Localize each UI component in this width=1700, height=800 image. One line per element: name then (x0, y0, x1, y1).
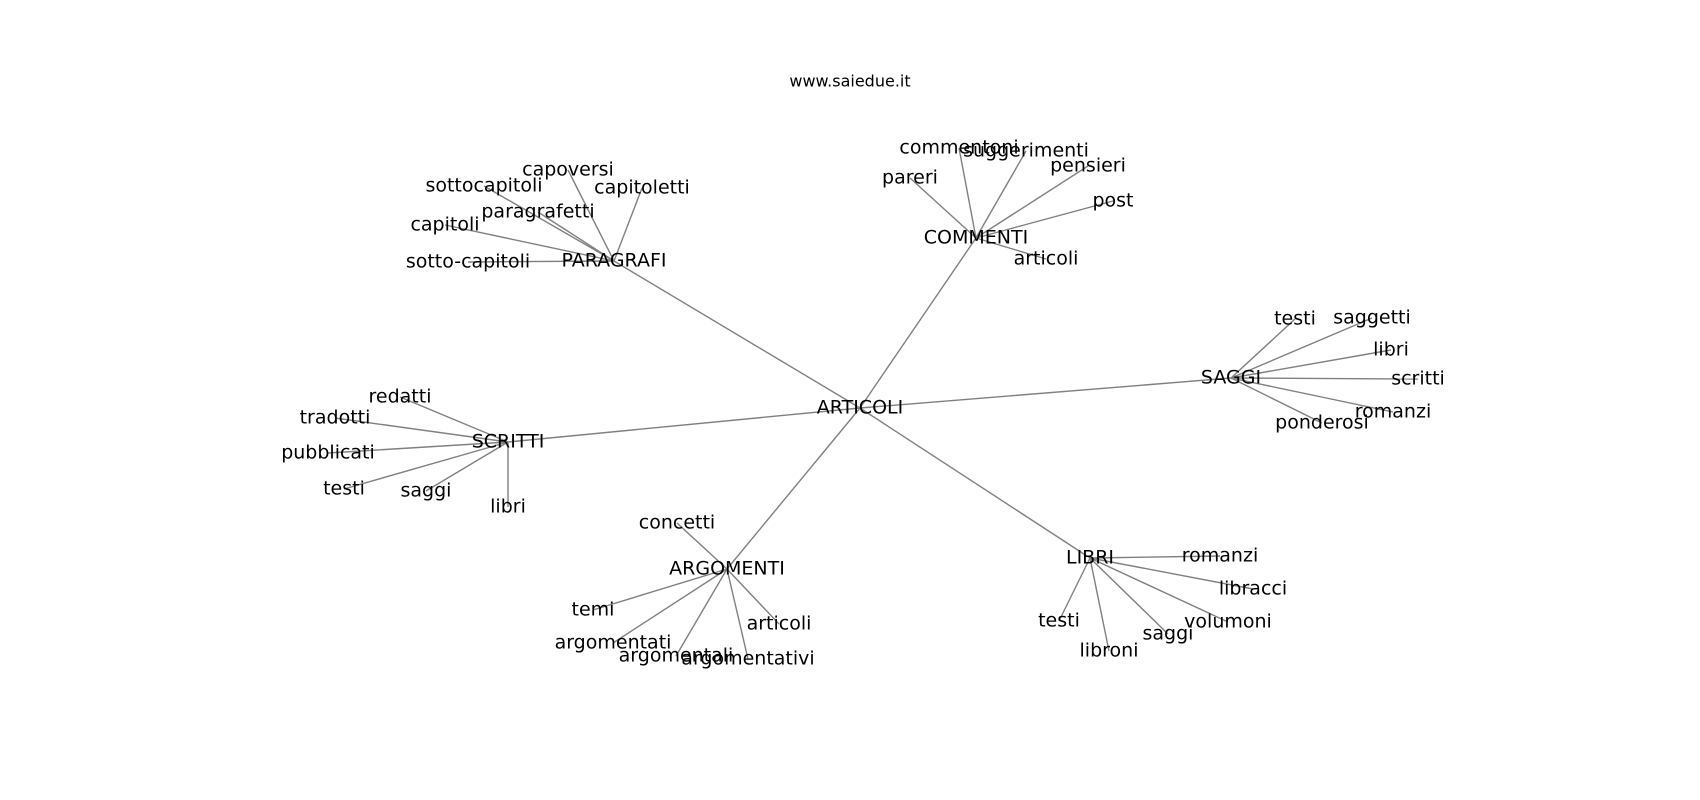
leaf-node-libri-1: libracci (1219, 578, 1287, 600)
edge-scritti-4 (425, 441, 509, 492)
edge-root-commenti (859, 237, 977, 409)
edge-paragrafi-3 (537, 211, 615, 262)
edge-scritti-0 (399, 396, 509, 443)
leaf-node-commenti-5: articoli (1014, 248, 1079, 270)
edge-libri-4 (1089, 557, 1110, 652)
edge-root-saggi (859, 377, 1232, 409)
edge-libri-5 (1058, 557, 1091, 622)
hub-node-argomenti: ARGOMENTI (669, 558, 785, 580)
leaf-node-saggi-3: scritti (1391, 368, 1445, 390)
edge-scritti-3 (343, 441, 509, 490)
edge-libri-3 (1089, 557, 1169, 635)
edge-paragrafi-1 (613, 187, 643, 262)
leaf-node-libri-0: romanzi (1182, 545, 1258, 567)
edge-argomenti-5 (726, 568, 780, 625)
edge-commenti-5 (975, 237, 1047, 260)
edge-root-libri (859, 407, 1091, 559)
edge-libri-0 (1089, 555, 1221, 559)
edge-saggi-4 (1230, 377, 1394, 413)
edge-saggi-0 (1230, 318, 1296, 379)
leaf-node-libri-3: saggi (1143, 623, 1194, 645)
edge-commenti-1 (975, 150, 1027, 239)
leaf-node-paragrafi-4: capitoli (410, 214, 479, 236)
edge-commenti-2 (975, 165, 1089, 239)
leaf-node-scritti-2: pubblicati (281, 442, 375, 464)
leaf-node-saggi-0: testi (1274, 308, 1316, 330)
leaf-node-commenti-4: post (1092, 190, 1133, 212)
leaf-node-commenti-2: pensieri (1050, 155, 1126, 177)
leaf-node-argomenti-5: articoli (747, 613, 812, 635)
leaf-node-libri-2: volumoni (1184, 611, 1272, 633)
leaf-node-scritti-1: tradotti (300, 407, 371, 429)
edge-saggi-5 (1230, 377, 1323, 424)
edge-root-paragrafi (613, 260, 861, 409)
edges-layer (327, 147, 1419, 660)
leaf-node-saggi-4: romanzi (1355, 401, 1431, 423)
leaf-node-libri-4: libroni (1080, 640, 1139, 662)
edge-argomenti-4 (726, 568, 749, 660)
edge-paragrafi-2 (483, 185, 615, 262)
edge-paragrafi-4 (444, 224, 615, 262)
edge-saggi-3 (1230, 377, 1419, 380)
leaf-node-scritti-0: redatti (369, 386, 432, 408)
leaf-node-commenti-1: suggerimenti (963, 140, 1089, 162)
leaf-node-argomenti-3: argomentali (619, 645, 734, 667)
leaf-node-paragrafi-3: paragrafetti (481, 201, 594, 223)
edge-saggi-1 (1230, 317, 1373, 379)
leaf-node-paragrafi-5: sotto-capitoli (406, 251, 530, 273)
hub-node-paragrafi: PARAGRAFI (561, 250, 666, 272)
leaf-node-scritti-4: saggi (401, 480, 452, 502)
edge-libri-1 (1089, 557, 1254, 590)
leaf-node-argomenti-0: concetti (639, 512, 715, 534)
edge-root-scritti (507, 407, 861, 443)
hub-node-saggi: SAGGI (1201, 367, 1261, 389)
edge-commenti-3 (909, 177, 977, 239)
leaf-node-paragrafi-2: sottocapitoli (425, 175, 542, 197)
leaf-node-saggi-5: ponderosi (1275, 412, 1369, 434)
edge-scritti-1 (334, 417, 509, 443)
hub-node-libri: LIBRI (1066, 547, 1114, 569)
leaf-node-libri-5: testi (1038, 610, 1080, 632)
leaf-node-argomenti-1: temi (572, 599, 615, 621)
edge-libri-2 (1089, 557, 1229, 623)
edge-argomenti-0 (676, 522, 728, 570)
leaf-node-argomenti-2: argomentati (555, 632, 672, 654)
leaf-node-saggi-1: saggetti (1333, 307, 1411, 329)
edge-argomenti-2 (612, 568, 728, 644)
edge-saggi-2 (1230, 349, 1392, 379)
edge-argomenti-3 (675, 568, 728, 657)
hub-node-scritti: SCRITTI (472, 431, 545, 453)
leaf-node-commenti-0: commentoni (899, 137, 1018, 159)
hub-node-commenti: COMMENTI (924, 227, 1028, 249)
edge-paragrafi-5 (467, 260, 615, 263)
edge-paragrafi-0 (567, 169, 615, 262)
root-node-articoli: ARTICOLI (817, 397, 903, 419)
leaf-node-argomenti-4: argomentativi (681, 648, 814, 670)
site-title: www.saiedue.it (789, 72, 910, 91)
edge-root-argomenti (726, 407, 861, 570)
leaf-node-commenti-3: pareri (882, 167, 938, 189)
leaf-node-scritti-3: testi (323, 478, 365, 500)
edge-argomenti-1 (592, 568, 728, 611)
edge-commenti-4 (975, 200, 1114, 239)
leaf-node-saggi-2: libri (1373, 339, 1409, 361)
leaf-node-paragrafi-0: capoversi (522, 159, 614, 181)
edge-scritti-2 (327, 441, 509, 454)
leaf-node-paragrafi-1: capitoletti (594, 177, 690, 199)
edge-commenti-0 (958, 147, 977, 239)
leaf-node-scritti-5: libri (490, 496, 526, 518)
